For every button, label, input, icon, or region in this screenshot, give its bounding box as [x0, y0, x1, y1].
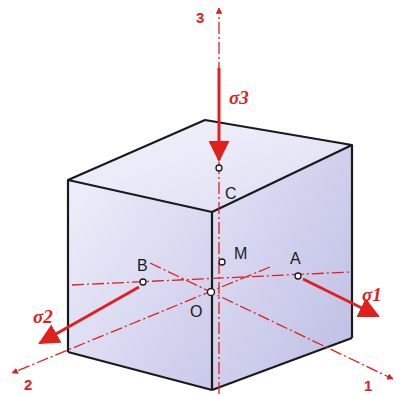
axis-number: 1 [364, 378, 372, 393]
stress-symbol: σ3 [229, 88, 249, 107]
stress-arrows [40, 68, 378, 343]
stress-symbol: σ2 [33, 307, 53, 326]
axis-number: 2 [24, 377, 32, 392]
principal-axes [12, 8, 393, 394]
left-face [68, 180, 212, 390]
point-label: C [225, 186, 237, 202]
point-label: B [137, 258, 148, 274]
axis-number: 3 [196, 10, 204, 25]
point-label: O [190, 304, 202, 320]
point-label: M [234, 246, 247, 262]
stress-symbol: σ1 [362, 285, 382, 304]
point-label: A [290, 251, 301, 267]
cube-edges [68, 120, 352, 390]
top-face [68, 120, 352, 212]
points [140, 165, 301, 296]
